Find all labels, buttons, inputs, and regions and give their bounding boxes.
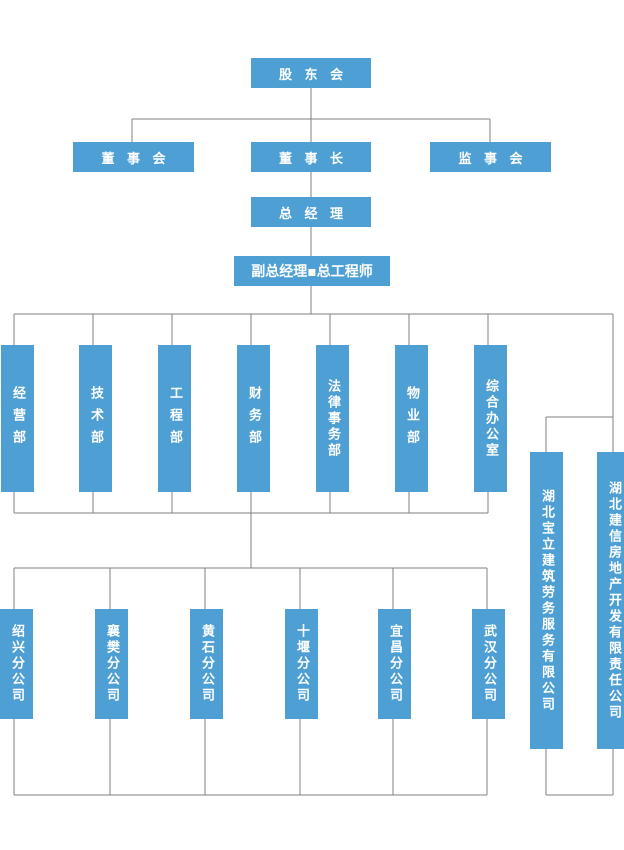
node-branch-yichang[interactable]: 宜昌分公司 — [378, 609, 411, 719]
node-shareholders-meeting[interactable]: 股 东 会 — [251, 58, 371, 88]
node-subsidiary-baoli-labor[interactable]: 湖北宝立建筑劳务服务有限公司 — [530, 452, 563, 749]
node-department-falvshiwubu[interactable]: 法律事务部 — [316, 345, 349, 492]
node-branch-xiangfan[interactable]: 襄樊分公司 — [95, 609, 128, 719]
node-general-manager[interactable]: 总 经 理 — [251, 197, 371, 227]
node-subsidiary-jianxin-realestate[interactable]: 湖北建信房地产开发有限责任公司 — [597, 452, 624, 749]
node-chairman[interactable]: 董 事 长 — [251, 142, 371, 172]
node-board-of-supervisors[interactable]: 监 事 会 — [430, 142, 551, 172]
node-department-gongchengbu[interactable]: 工程部 — [158, 345, 191, 492]
node-branch-wuhan[interactable]: 武汉分公司 — [472, 609, 505, 719]
node-department-zongheban[interactable]: 综合办公室 — [474, 345, 507, 492]
node-department-caiwubu[interactable]: 财务部 — [237, 345, 270, 492]
node-branch-shiyan[interactable]: 十堰分公司 — [285, 609, 318, 719]
node-branch-huangshi[interactable]: 黄石分公司 — [190, 609, 223, 719]
node-department-jingyingbu[interactable]: 经营部 — [1, 345, 34, 492]
node-deputy-general-manager[interactable]: 副总经理▪总工程师 — [234, 256, 390, 286]
node-branch-shaoxing[interactable]: 绍兴分公司 — [0, 609, 33, 719]
node-department-wuyebu[interactable]: 物业部 — [395, 345, 428, 492]
node-department-jishubu[interactable]: 技术部 — [79, 345, 112, 492]
node-board-of-directors[interactable]: 董 事 会 — [73, 142, 194, 172]
